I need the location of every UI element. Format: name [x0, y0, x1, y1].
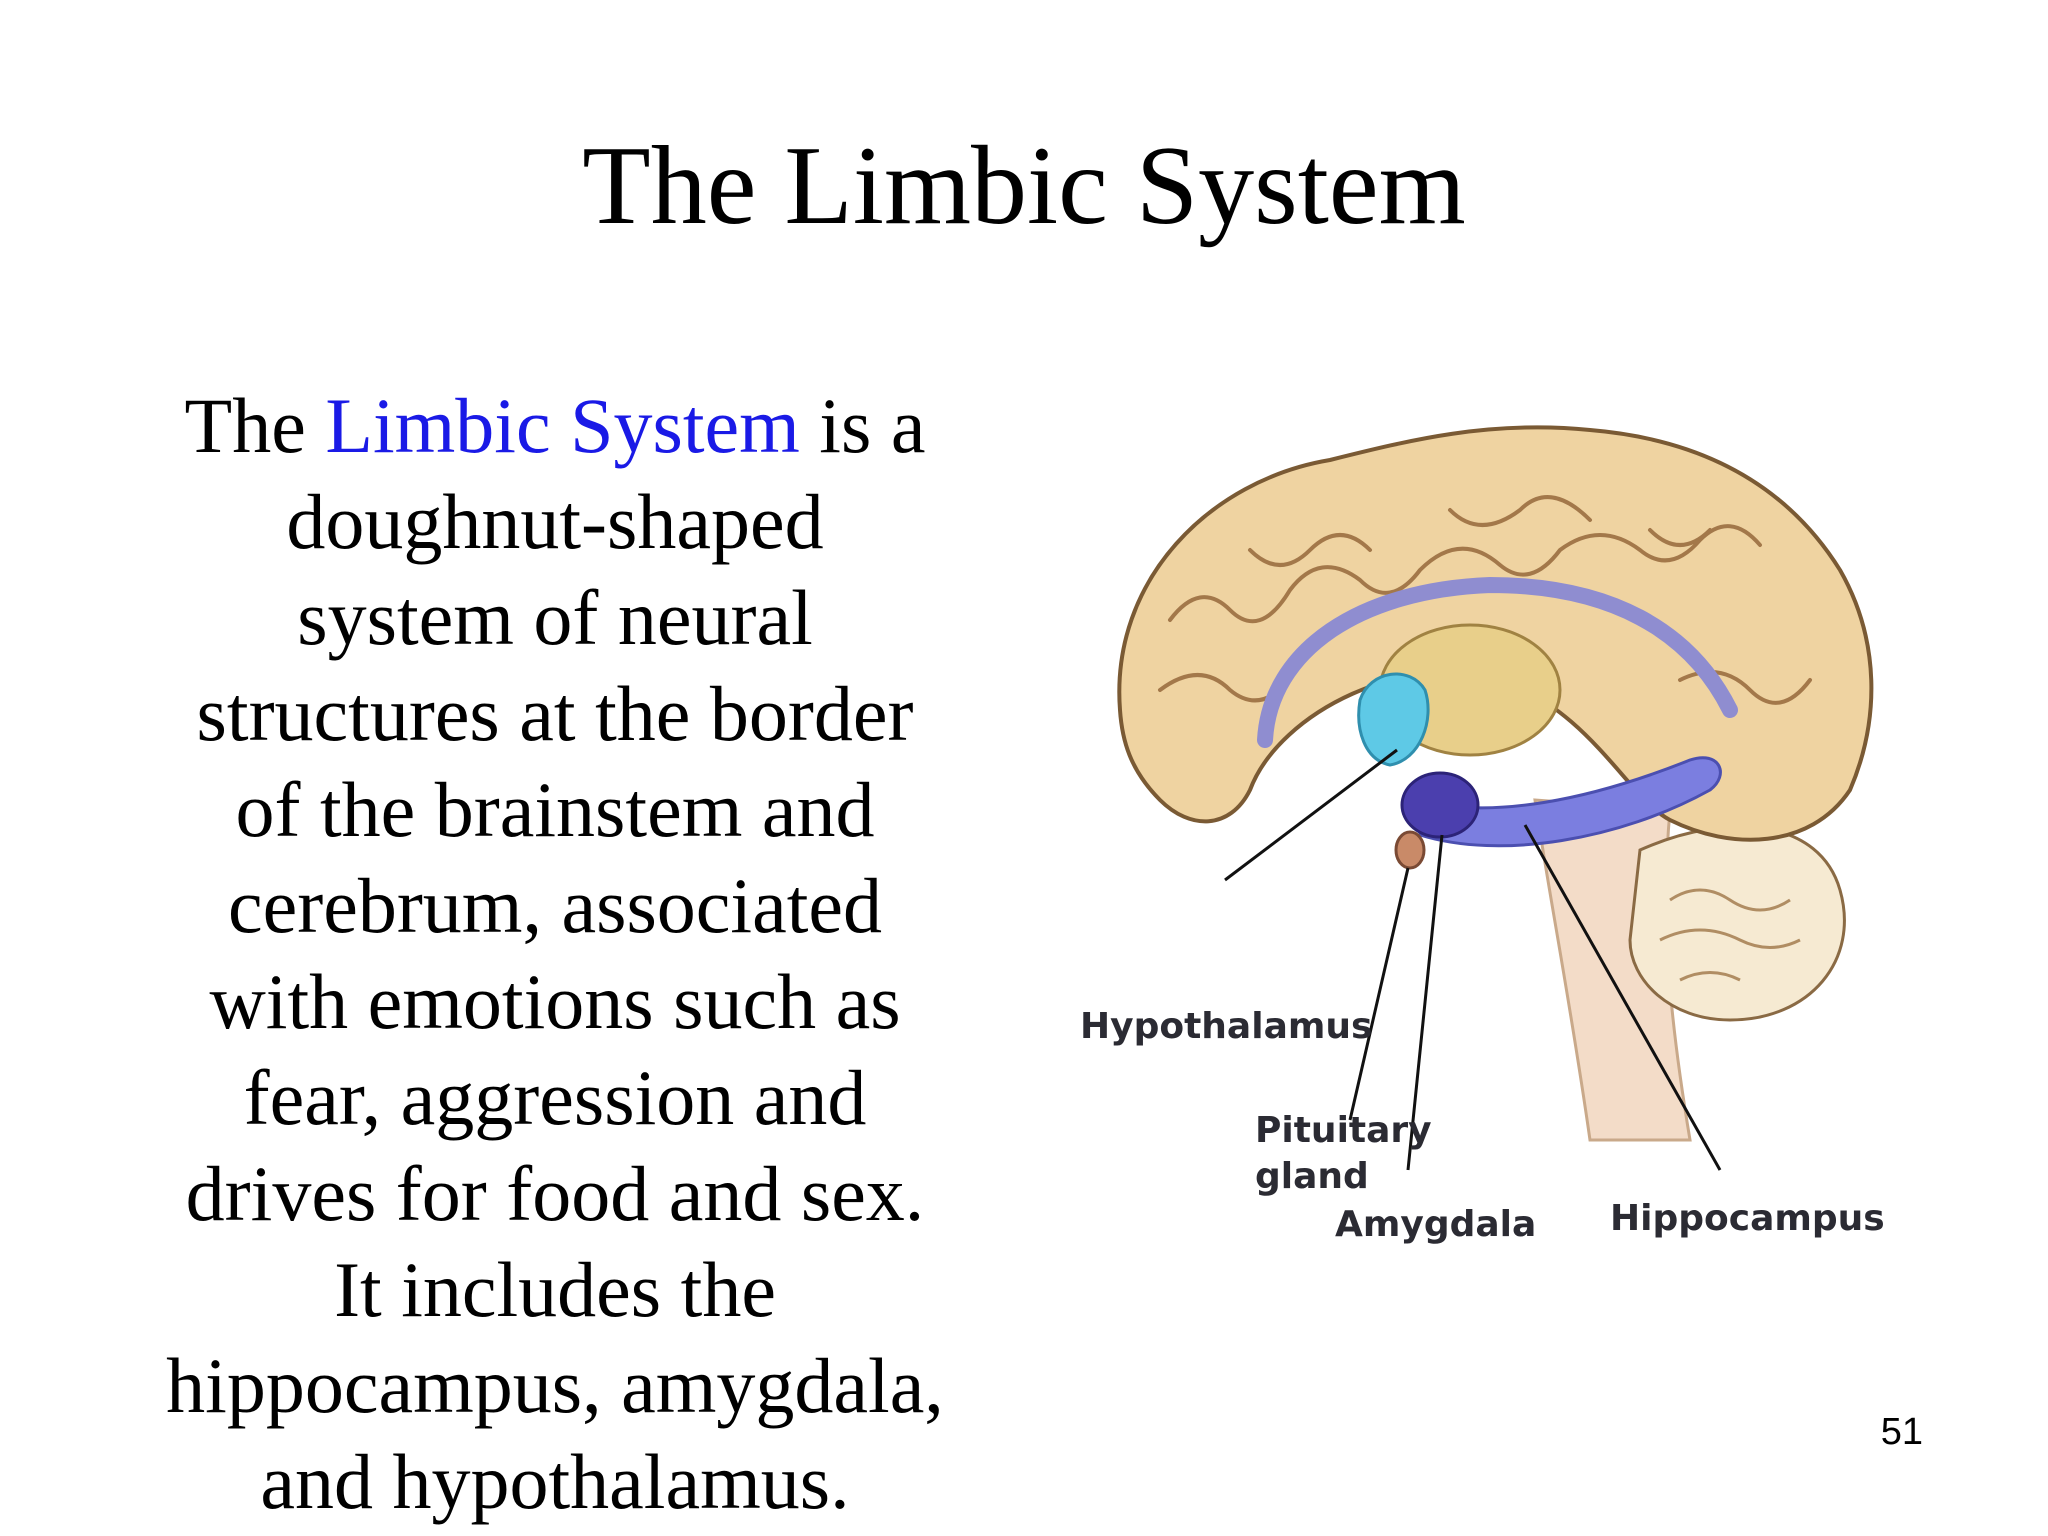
body-line-8: fear, aggression and [243, 1054, 867, 1141]
body-line-6: cerebrum, associated [227, 862, 882, 949]
hippocampus-region [1418, 756, 1722, 848]
label-hypothalamus: Hypothalamus [1080, 1006, 1372, 1047]
hippocampus-leader [1523, 824, 1722, 1171]
body-line-9: drives for food and sex. [185, 1150, 925, 1237]
body-line-12: and hypothalamus. [260, 1438, 850, 1525]
cortex-gyri [1158, 495, 1812, 705]
brain-diagram: Hypothalamus Pituitary gland Amygdala Hi… [1030, 380, 2030, 1300]
body-suffix: is a [799, 382, 926, 469]
body-prefix: The [184, 382, 326, 469]
label-pituitary-line1: Pituitary [1255, 1110, 1432, 1151]
brain-illustration: Hypothalamus Pituitary gland Amygdala Hi… [1030, 380, 2030, 1300]
body-line-4: structures at the border [196, 670, 914, 757]
fornix-arc [1257, 576, 1738, 748]
page-number: 51 [1880, 1411, 1923, 1453]
amygdala-leader [1406, 834, 1444, 1171]
label-pituitary-line2: gland [1255, 1156, 1369, 1197]
pituitary-leader [1348, 867, 1410, 1121]
body-line-3: system of neural [297, 574, 813, 661]
amygdala-region [1400, 771, 1480, 839]
cerebellum-folds [1659, 888, 1801, 982]
label-amygdala: Amygdala [1335, 1204, 1536, 1245]
label-hippocampus: Hippocampus [1610, 1198, 1885, 1239]
hypothalamus-leader [1224, 748, 1398, 882]
body-line-10: It includes the [334, 1246, 776, 1333]
body-line-5: of the brainstem and [235, 766, 875, 853]
body-text: The Limbic System is a doughnut-shaped s… [60, 378, 1050, 1530]
slide-title: The Limbic System [582, 124, 1466, 248]
body-line-1: The Limbic System is a [60, 378, 1050, 474]
pituitary-region [1394, 830, 1426, 870]
limbic-system-term: Limbic System [325, 382, 800, 469]
body-line-7: with emotions such as [209, 958, 901, 1045]
hypothalamus-region [1357, 672, 1430, 767]
cerebellum [1628, 825, 1846, 1022]
body-line-11: hippocampus, amygdala, [166, 1342, 944, 1429]
body-line-2: doughnut-shaped [286, 478, 824, 565]
